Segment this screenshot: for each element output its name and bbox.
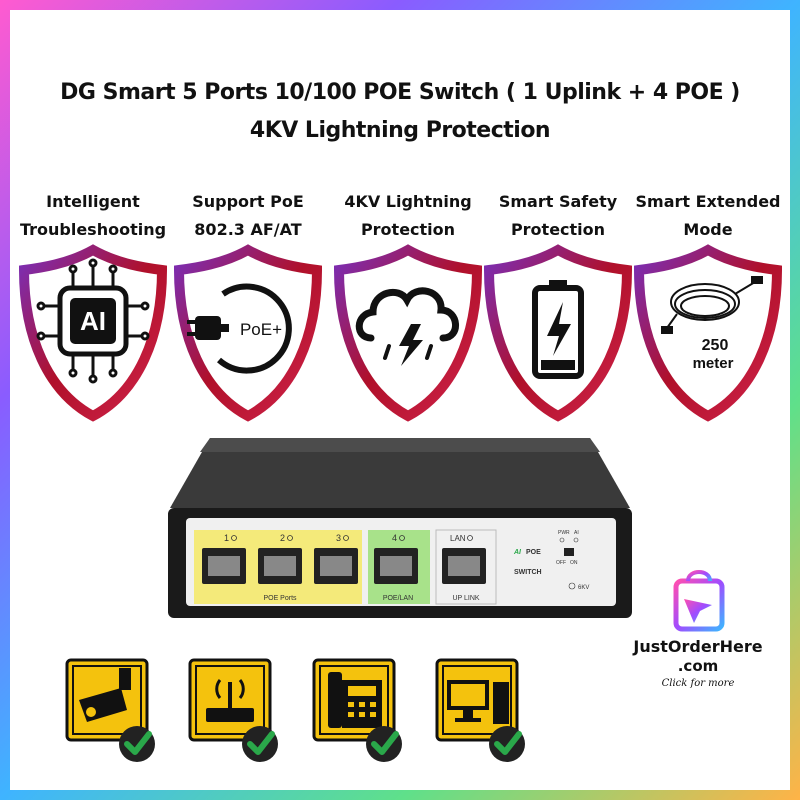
- pwr-label: PWR: [558, 530, 570, 536]
- lan-label: LAN: [450, 534, 466, 543]
- brand-ai: AI: [513, 549, 522, 556]
- feature-label-line2: Protection: [510, 220, 606, 239]
- port-number: 1: [224, 533, 229, 543]
- poe-switch-image: 1 2 3 4 LAN POE Ports POE/LAN UP LINK AI…: [160, 430, 640, 620]
- logo-tagline: Click for more: [661, 678, 735, 689]
- brand-poe: POE: [526, 549, 541, 556]
- switch-device-icon: 1 2 3 4 LAN POE Ports POE/LAN UP LINK AI…: [168, 438, 632, 618]
- battery-bolt-icon: [483, 244, 633, 422]
- cable-icon: 250 meter: [633, 244, 783, 422]
- feature-label-line2: Troubleshooting: [19, 220, 167, 239]
- feature-label: Smart Extended Mode: [633, 188, 783, 246]
- brand-switch: SWITCH: [514, 569, 542, 576]
- feature-label: Support PoE 802.3 AF/AT: [173, 188, 323, 246]
- feature-poe-support: Support PoE 802.3 AF/AT: [173, 188, 323, 246]
- cable-length-unit: meter: [693, 355, 734, 372]
- poe-plug-icon: PoE+: [173, 244, 323, 422]
- feature-label-line2: 802.3 AF/AT: [194, 220, 302, 239]
- feature-troubleshooting: Intelligent Troubleshooting: [18, 188, 168, 246]
- feature-extended-mode: Smart Extended Mode: [633, 188, 783, 246]
- lightning-shield: [333, 242, 483, 422]
- store-logo[interactable]: JustOrderHere .com Click for more: [618, 565, 778, 715]
- poe-text: PoE+: [240, 320, 282, 339]
- feature-label-line1: 4KV Lightning: [344, 192, 472, 211]
- extended-mode-shield: 250 meter: [633, 242, 783, 422]
- feature-label-line1: Smart Extended: [635, 192, 781, 211]
- port-number: 4: [392, 533, 397, 543]
- port-number: 2: [280, 533, 285, 543]
- feature-label: Intelligent Troubleshooting: [18, 188, 168, 246]
- logo-domain: .com: [677, 657, 719, 675]
- cctv-camera-icon: [65, 658, 155, 762]
- computer-use-case: [435, 658, 525, 762]
- safety-shield: [483, 242, 633, 422]
- poe-ports-label: POE Ports: [263, 595, 297, 602]
- port-number: 3: [336, 533, 341, 543]
- phone-use-case: [312, 658, 402, 762]
- cable-length-number: 250: [702, 337, 729, 354]
- router-use-case: [188, 658, 278, 762]
- feature-label-line1: Support PoE: [192, 192, 304, 211]
- ai-chip-text: AI: [80, 306, 106, 336]
- product-subtitle: 4KV Lightning Protection: [249, 118, 551, 143]
- feature-safety: Smart Safety Protection: [483, 188, 633, 246]
- feature-label-line2: Mode: [683, 220, 733, 239]
- poe-shield: PoE+: [173, 242, 323, 422]
- feature-label: Smart Safety Protection: [483, 188, 633, 246]
- ip-phone-icon: [312, 658, 402, 762]
- poe-lan-label: POE/LAN: [383, 595, 413, 602]
- kv-label: 6KV: [578, 585, 589, 591]
- ai-led-label: AI: [574, 530, 579, 536]
- wifi-router-icon: [188, 658, 278, 762]
- product-title: DG Smart 5 Ports 10/100 POE Switch ( 1 U…: [60, 80, 740, 105]
- feature-label: 4KV Lightning Protection: [333, 188, 483, 246]
- feature-label-line1: Intelligent: [46, 192, 140, 211]
- ai-chip-icon: AI: [18, 244, 168, 422]
- shopping-bag-icon: [673, 570, 725, 632]
- desktop-computer-icon: [435, 658, 525, 762]
- logo-name: JustOrderHere: [633, 637, 763, 656]
- feature-lightning: 4KV Lightning Protection: [333, 188, 483, 246]
- cctv-use-case: [65, 658, 155, 762]
- feature-label-line1: Smart Safety: [498, 192, 618, 211]
- feature-label-line2: Protection: [360, 220, 456, 239]
- page-canvas: DG Smart 5 Ports 10/100 POE Switch ( 1 U…: [10, 10, 790, 790]
- on-label: ON: [570, 560, 578, 566]
- ai-chip-shield: AI: [18, 242, 168, 422]
- off-label: OFF: [556, 560, 566, 566]
- storm-cloud-icon: [333, 244, 483, 422]
- uplink-label: UP LINK: [452, 595, 479, 602]
